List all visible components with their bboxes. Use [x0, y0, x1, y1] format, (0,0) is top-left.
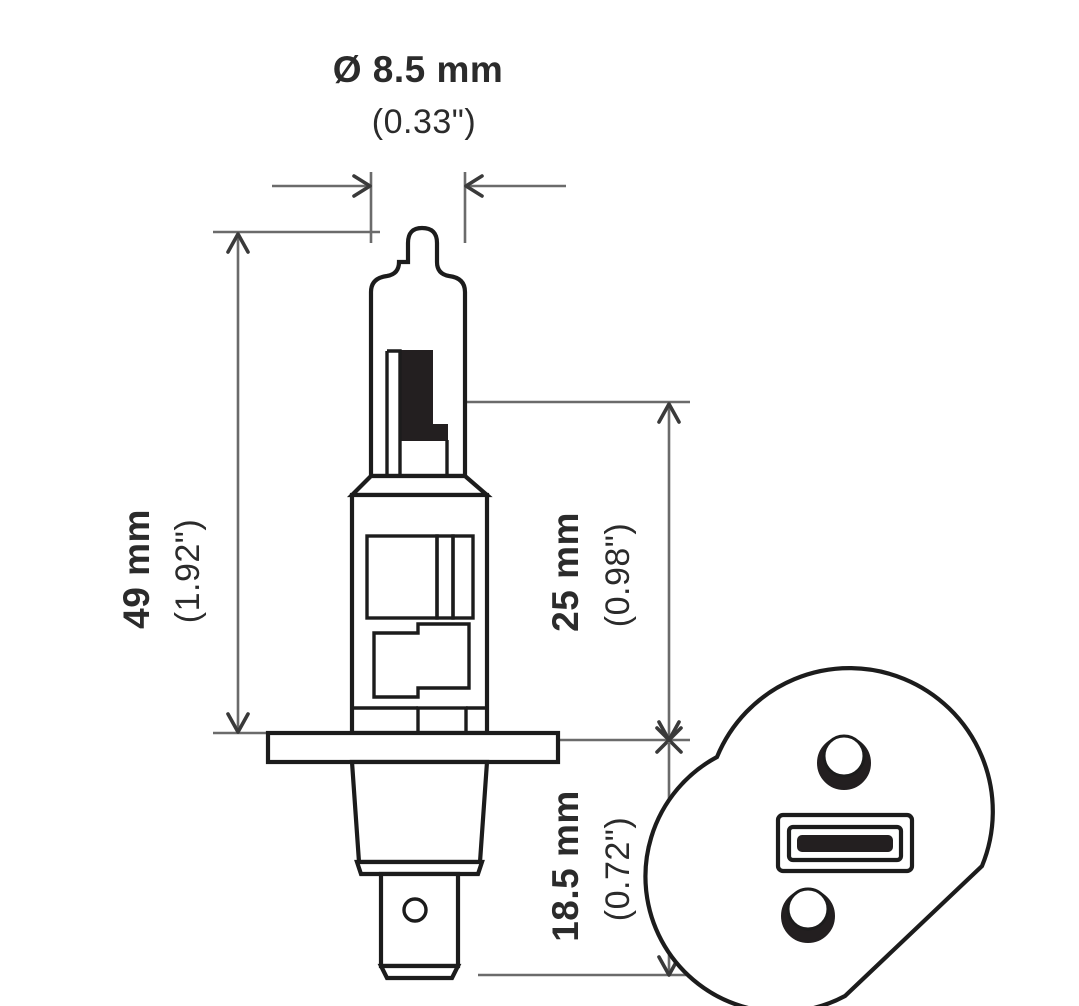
- glass-to-flange-label-secondary: (0.98"): [599, 523, 637, 627]
- overall-length-arrowhead-bottom: [226, 712, 250, 734]
- filament-support-wires: [385, 349, 449, 476]
- dimension-junction-tick-b: [655, 726, 683, 754]
- diameter-label-secondary: (0.33"): [372, 103, 476, 141]
- glass-to-flange-label-primary: 25 mm: [545, 512, 586, 632]
- base-chamfer: [346, 473, 493, 498]
- flange-to-pin-dimension-group: 18.5 mm (0.72"): [478, 742, 690, 977]
- glass-to-flange-dimension-group: 25 mm (0.98"): [461, 400, 690, 754]
- glass-to-flange-arrowhead-top: [657, 402, 681, 424]
- contact-pin-hole: [402, 897, 428, 923]
- diameter-label-primary: Ø 8.5 mm: [333, 49, 504, 90]
- base-skirt-lip: [354, 859, 485, 877]
- side-elevation-view: [265, 225, 561, 981]
- overall-length-dimension-group: 49 mm (1.92"): [116, 230, 380, 735]
- base-skirt: [349, 759, 490, 865]
- overall-length-label-secondary: (1.92"): [169, 519, 207, 623]
- overall-length-label-primary: 49 mm: [116, 509, 157, 629]
- contact-hole-lower-inner: [786, 887, 830, 931]
- diameter-arrowhead-right: [464, 174, 484, 198]
- diameter-arrowhead-left: [352, 174, 372, 198]
- contact-slot-inner: [797, 835, 893, 852]
- base-notch-detail: [372, 622, 471, 699]
- bottom-end-view: [643, 666, 995, 1006]
- mounting-flange: [265, 730, 561, 765]
- contact-pin-end-cap: [377, 963, 462, 981]
- overall-length-arrowhead-top: [226, 232, 250, 254]
- contact-hole-upper-inner: [822, 734, 866, 778]
- flange-to-pin-label-primary: 18.5 mm: [545, 790, 586, 942]
- flange-to-pin-label-secondary: (0.72"): [599, 817, 637, 921]
- diameter-dimension-group: Ø 8.5 mm (0.33"): [272, 49, 566, 243]
- base-window-right: [451, 534, 475, 620]
